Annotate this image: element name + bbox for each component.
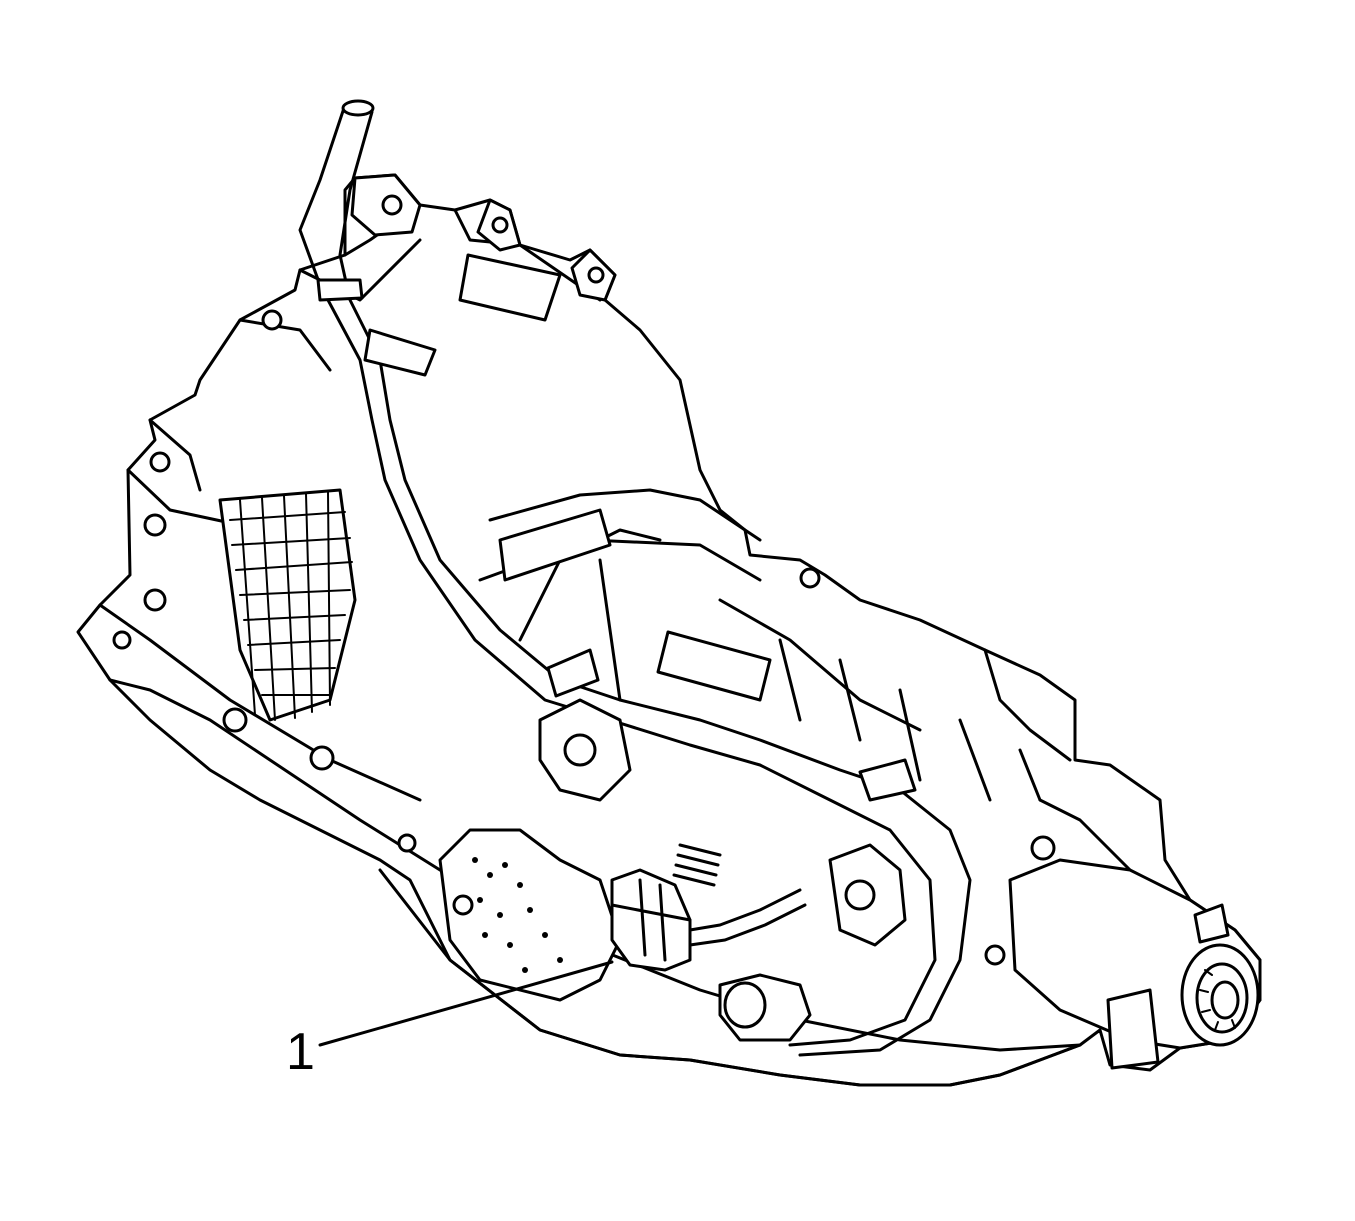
tube-clip	[316, 278, 364, 302]
drain-plug-face	[723, 981, 767, 1029]
mount-hole	[587, 266, 605, 284]
solenoid-port	[844, 879, 876, 911]
mount-tab	[1106, 988, 1160, 1070]
mount-hole	[149, 451, 171, 473]
bolt	[799, 567, 821, 589]
mount-hole	[261, 309, 283, 331]
output-flange-splines	[1199, 969, 1236, 1031]
solenoid-port	[563, 733, 597, 767]
oil-pan	[378, 868, 1082, 1087]
valve-body-dots	[472, 857, 563, 973]
bolt	[222, 707, 248, 733]
mount-hole	[381, 194, 403, 216]
case-window	[498, 508, 612, 582]
spring	[672, 843, 722, 887]
tube-clip	[546, 648, 600, 698]
harness-connector	[610, 868, 692, 972]
housing-rib	[238, 203, 602, 372]
bolt	[309, 745, 335, 771]
mesh-screen	[218, 488, 357, 722]
case-band	[778, 638, 1042, 802]
output-shaft	[1210, 980, 1240, 1020]
harness-wire	[688, 888, 807, 947]
case-window	[458, 253, 562, 322]
dipstick-tube	[338, 103, 972, 1057]
case-window	[363, 328, 437, 377]
mount-hole	[143, 513, 167, 537]
mount-tab	[1193, 903, 1230, 944]
harness-connector-detail	[610, 878, 692, 962]
dipstick-tube-end	[341, 99, 375, 117]
mount-hole	[112, 630, 132, 650]
bolt	[397, 833, 417, 853]
tube-clip	[858, 758, 917, 802]
callout-leader-line	[318, 960, 614, 1047]
bolt	[1030, 835, 1056, 861]
mount-hole	[491, 216, 509, 234]
case-window	[656, 630, 772, 702]
bolt	[984, 944, 1006, 966]
bolt	[452, 894, 474, 916]
housing-rib	[98, 418, 422, 802]
mount-hole	[143, 588, 167, 612]
callout-label-1: 1	[286, 1023, 315, 1081]
